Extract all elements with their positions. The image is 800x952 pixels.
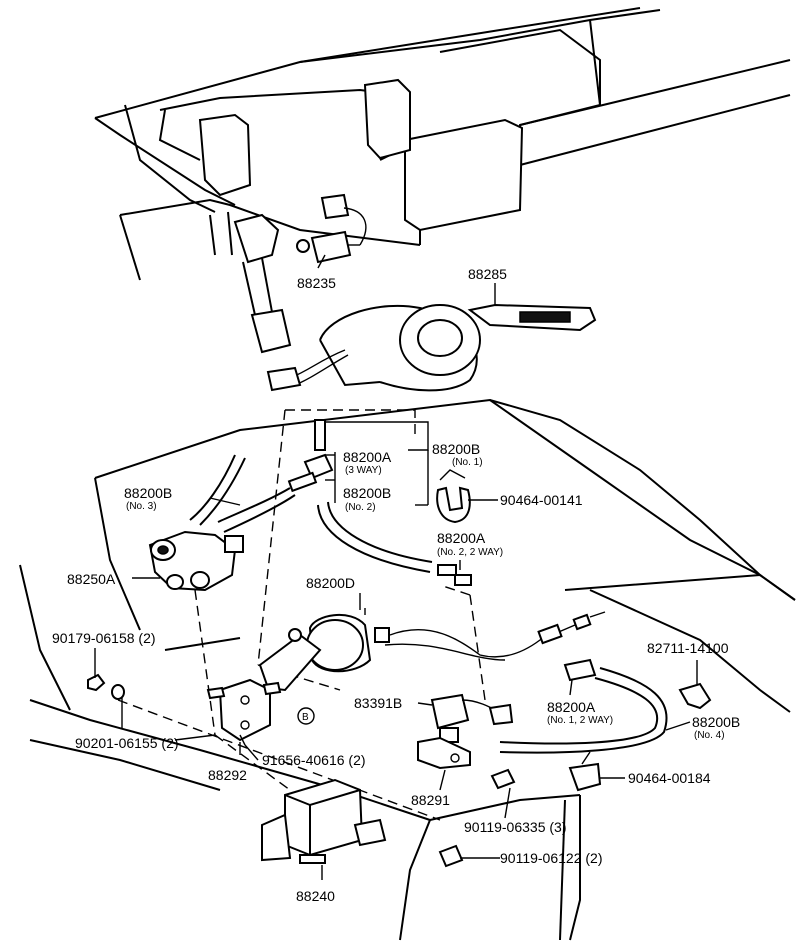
clutch-switch-83391B <box>430 693 514 743</box>
label-88200D: 88200D <box>306 575 355 591</box>
label-88200A-no2: 88200A <box>437 530 486 546</box>
label-90179-06158: 90179-06158 (2) <box>52 630 156 646</box>
clamp-90464-00184 <box>568 751 602 792</box>
clamp-82711-14100 <box>678 682 712 710</box>
clamp-90464-00141 <box>436 469 471 524</box>
circle-b-marker <box>297 707 315 725</box>
label-88291: 88291 <box>411 792 450 808</box>
bracket-88292 <box>206 678 282 742</box>
bolt-90119-06335 <box>490 768 516 790</box>
label-90119-06122: 90119-06122 (2) <box>500 850 602 866</box>
stop-lamp-switch-88235 <box>296 193 367 264</box>
label-88200A-no2-sub: (No. 2, 2 WAY) <box>437 547 503 558</box>
label-88235: 88235 <box>297 275 336 291</box>
label-88292: 88292 <box>208 767 247 783</box>
label-88200B-no1: 88200B <box>432 441 480 457</box>
label-90464-00184: 90464-00184 <box>628 770 711 786</box>
label-88200B-no1-sub: (No. 1) <box>452 457 483 468</box>
label-83391B: 83391B <box>354 695 402 711</box>
label-88200B-no4-sub: (No. 4) <box>694 730 725 741</box>
steering-column-88285 <box>266 303 597 392</box>
part-labels: 88235 88285 88200B (No. 1) 88200A (3 WAY… <box>52 266 740 904</box>
label-88200B-no2: 88200B <box>343 485 391 501</box>
label-88200A-3way: 88200A <box>343 449 392 465</box>
label-90464-00141: 90464-00141 <box>500 492 583 508</box>
label-90201-06155: 90201-06155 (2) <box>75 735 179 751</box>
brake-pedal-assembly <box>209 211 292 354</box>
label-circle-b: B <box>302 712 309 723</box>
label-82711-14100: 82711-14100 <box>647 640 729 656</box>
label-88250A: 88250A <box>67 571 116 587</box>
washer-90201 <box>111 684 125 700</box>
label-88200B-no3: 88200B <box>124 485 172 501</box>
body-outline <box>19 398 796 941</box>
label-88200A-no1-sub: (No. 1, 2 WAY) <box>547 715 613 726</box>
bracket-88291 <box>417 736 471 770</box>
bolt-90119-06122 <box>438 844 464 868</box>
fasteners <box>87 673 516 868</box>
label-88240: 88240 <box>296 888 335 904</box>
label-90119-06335: 90119-06335 (3) <box>464 819 566 835</box>
vacuum-pump-88250A <box>148 530 244 592</box>
cruise-computer-88240 <box>261 778 387 864</box>
label-91656-40616: 91656-40616 (2) <box>262 752 366 768</box>
leader-lines <box>94 254 698 880</box>
vacuum-hoses <box>189 419 668 754</box>
label-88200B-no4: 88200B <box>692 714 740 730</box>
actuator-88200D <box>258 608 606 692</box>
label-88200B-no2-sub: (No. 2) <box>345 502 376 513</box>
dashboard-outline <box>94 7 791 281</box>
label-88200A-no1: 88200A <box>547 699 596 715</box>
label-88285: 88285 <box>468 266 507 282</box>
nut-90179 <box>87 673 106 692</box>
label-88200B-no3-sub: (No. 3) <box>126 501 157 512</box>
label-88200A-3way-sub: (3 WAY) <box>345 465 382 476</box>
reference-lines <box>117 409 486 821</box>
